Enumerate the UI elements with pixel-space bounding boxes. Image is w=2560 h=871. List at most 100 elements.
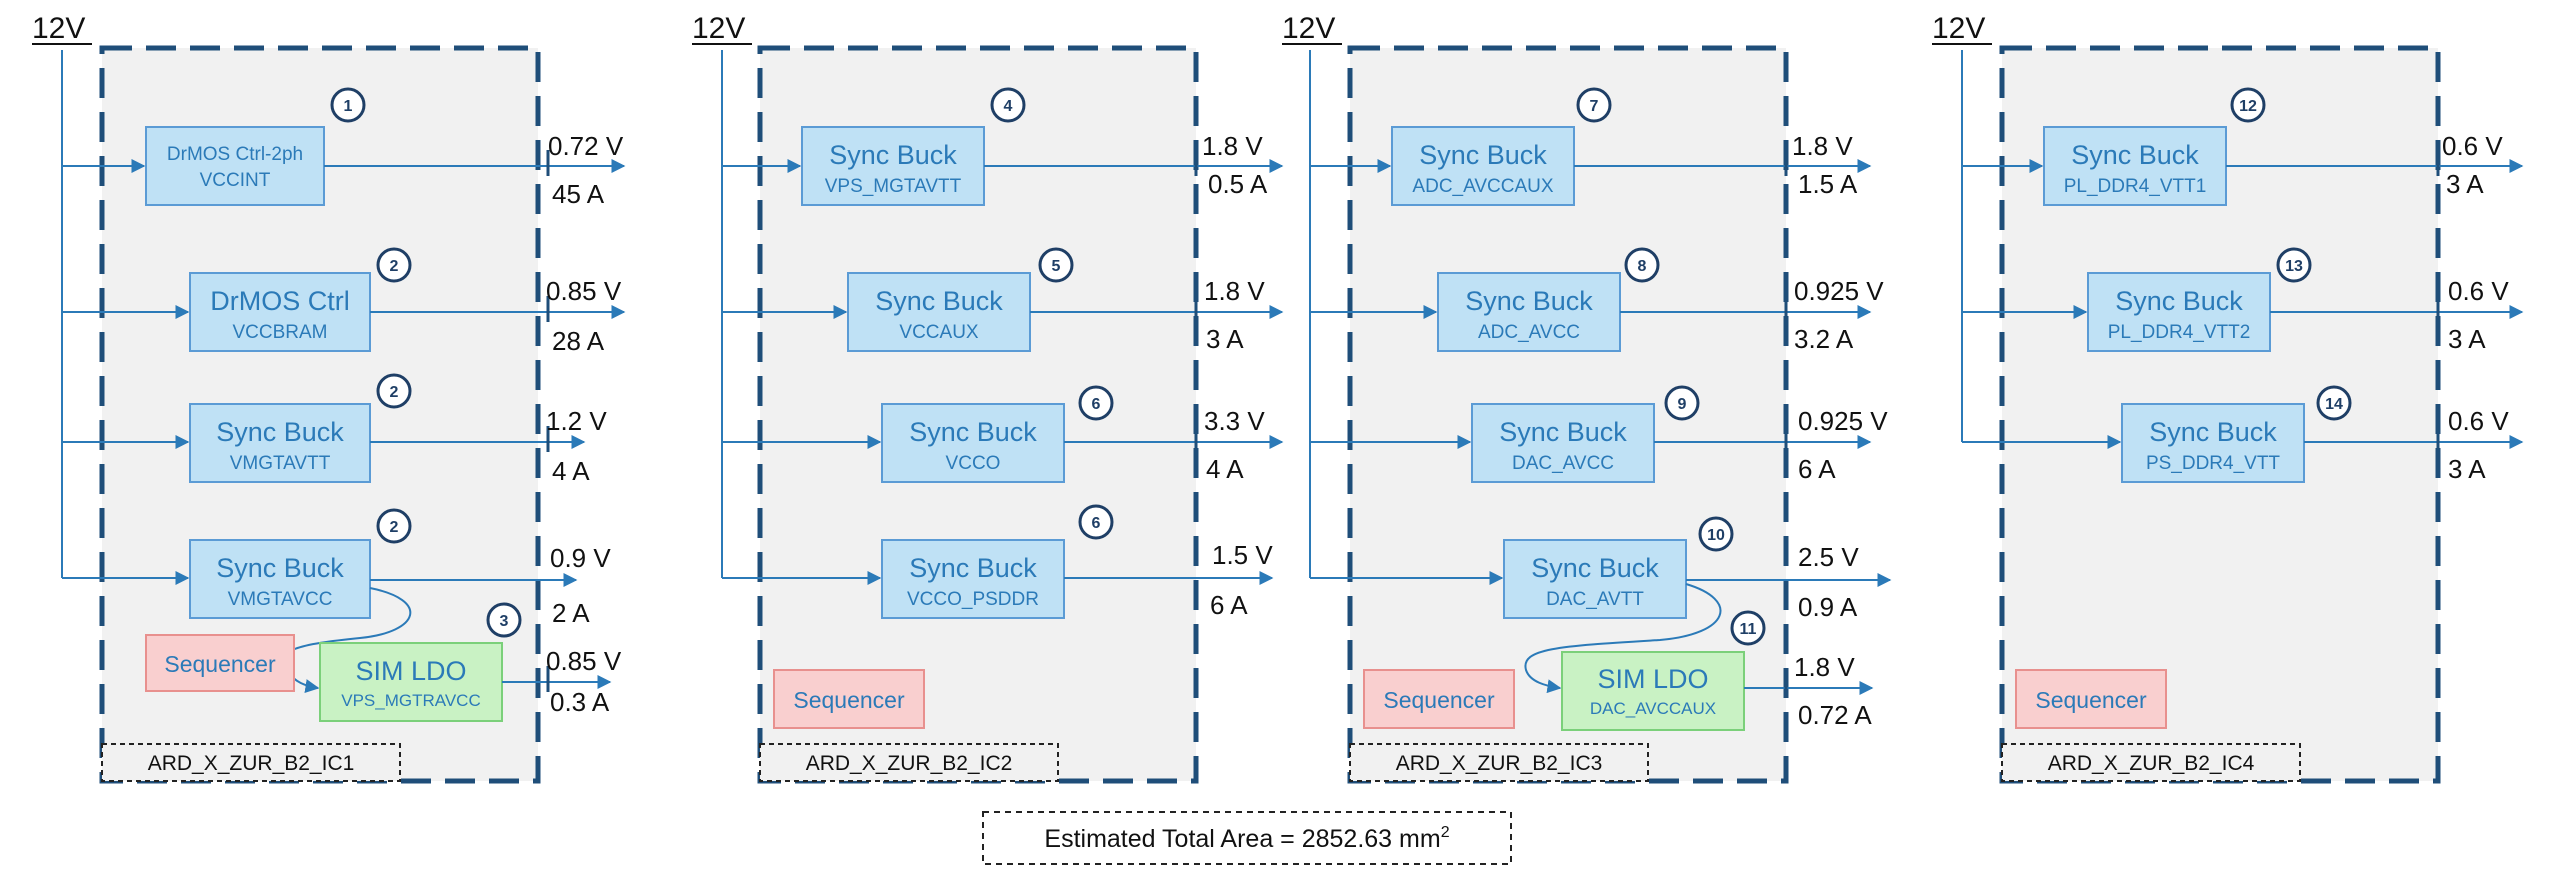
- output-voltage: 1.2 V: [546, 406, 607, 436]
- sequencer-label: Sequencer: [2035, 687, 2147, 713]
- output-voltage: 1.8 V: [1202, 131, 1263, 161]
- badge-number: 6: [1092, 396, 1101, 413]
- output-voltage: 0.6 V: [2448, 406, 2509, 436]
- output-voltage: 0.925 V: [1794, 276, 1884, 306]
- regulator-name: DrMOS Ctrl: [210, 286, 349, 316]
- badge-number: 2: [390, 519, 399, 536]
- regulator-block[interactable]: [847, 272, 1031, 352]
- regulator-block[interactable]: [801, 126, 985, 206]
- total-area-note: Estimated Total Area = 2852.63 mm2: [982, 811, 1512, 865]
- regulator-name: Sync Buck: [1419, 140, 1547, 170]
- badge-circle: [330, 87, 366, 123]
- badge-circle: [2316, 385, 2352, 421]
- output-voltage: 3.3 V: [1204, 406, 1265, 436]
- output-voltage: 1.5 V: [1212, 540, 1273, 570]
- panel-ic1: 12V DrMOS Ctrl-2ph VCCINT 1 0.72 V 45 A …: [32, 12, 626, 784]
- sequence-connector: [1524, 583, 1722, 694]
- regulator-block[interactable]: [881, 403, 1065, 483]
- sequencer-block[interactable]: [2015, 669, 2167, 729]
- output-current: 28 A: [552, 326, 605, 356]
- badge-number: 4: [1004, 98, 1013, 115]
- regulator-rail-name: VPS_MGTAVTT: [825, 176, 962, 197]
- total-area-label: Estimated Total Area = 2852.63 mm: [1044, 825, 1440, 853]
- regulator-rail-name: ADC_AVCCAUX: [1412, 176, 1553, 197]
- regulator-name: Sync Buck: [216, 553, 344, 583]
- output-current: 6 A: [1798, 454, 1836, 484]
- output-voltage: 1.8 V: [1204, 276, 1265, 306]
- output-current: 2 A: [552, 598, 590, 628]
- badge-circle: [1624, 247, 1660, 283]
- ldo-rail-name: VPS_MGTRAVCC: [341, 691, 481, 710]
- badge-circle: [990, 87, 1026, 123]
- badge-circle: [1698, 516, 1734, 552]
- sequence-connector: [281, 587, 412, 694]
- output-current: 0.72 A: [1798, 700, 1872, 730]
- badge-circle: [376, 373, 412, 409]
- regulator-block[interactable]: [1391, 126, 1575, 206]
- regulator-name: Sync Buck: [2071, 140, 2199, 170]
- regulator-name: Sync Buck: [909, 553, 1037, 583]
- regulator-rail-name: VCCO: [946, 453, 1001, 474]
- panel-ic2: 12V Sync Buck VPS_MGTAVTT 4 1.8 V 0.5 A …: [692, 12, 1284, 784]
- ic-label-box: [101, 743, 401, 782]
- regulator-rail-name: DAC_AVTT: [1546, 589, 1644, 610]
- badge-number: 7: [1590, 98, 1599, 115]
- regulator-block[interactable]: [189, 403, 371, 483]
- output-current: 4 A: [552, 456, 590, 486]
- ic-label: ARD_X_ZUR_B2_IC3: [1396, 752, 1603, 775]
- regulator-name: Sync Buck: [2115, 286, 2243, 316]
- sequencer-label: Sequencer: [164, 651, 276, 677]
- badge-circle: [2230, 87, 2266, 123]
- regulator-name: Sync Buck: [1499, 417, 1627, 447]
- badge-number: 2: [390, 258, 399, 275]
- badge-number: 12: [2239, 98, 2257, 115]
- badge-circle: [2276, 247, 2312, 283]
- badge-number: 2: [390, 384, 399, 401]
- regulator-block[interactable]: [2087, 272, 2271, 352]
- regulator-block[interactable]: [189, 539, 371, 619]
- regulator-block[interactable]: [145, 126, 325, 206]
- regulator-block[interactable]: [2121, 403, 2305, 483]
- output-current: 3 A: [2448, 324, 2486, 354]
- regulator-name: Sync Buck: [2149, 417, 2277, 447]
- regulator-block[interactable]: [881, 539, 1065, 619]
- regulator-rail-name: VCCAUX: [899, 322, 979, 343]
- badge-circle: [1038, 247, 1074, 283]
- regulator-block[interactable]: [189, 272, 371, 352]
- ldo-block[interactable]: [1561, 651, 1745, 731]
- regulator-block[interactable]: [2043, 126, 2227, 206]
- output-voltage: 0.85 V: [546, 646, 622, 676]
- output-voltage: 0.85 V: [546, 276, 622, 306]
- badge-number: 11: [1740, 621, 1757, 638]
- output-current: 3.2 A: [1794, 324, 1854, 354]
- output-current: 0.9 A: [1798, 592, 1858, 622]
- total-area-superscript: 2: [1441, 824, 1450, 841]
- regulator-block[interactable]: [1503, 539, 1687, 619]
- regulator-name: Sync Buck: [875, 286, 1003, 316]
- sequencer-block[interactable]: [1363, 669, 1515, 729]
- regulator-name: Sync Buck: [216, 417, 344, 447]
- badge-number: 14: [2325, 396, 2343, 413]
- sequencer-label: Sequencer: [793, 687, 905, 713]
- regulator-rail-name: VCCBRAM: [232, 322, 327, 343]
- sequencer-label: Sequencer: [1383, 687, 1495, 713]
- output-current: 3 A: [1206, 324, 1244, 354]
- badge-circle: [486, 602, 522, 638]
- badge-number: 9: [1678, 396, 1687, 413]
- regulator-rail-name: PS_DDR4_VTT: [2146, 453, 2280, 474]
- ic-label: ARD_X_ZUR_B2_IC2: [806, 752, 1013, 775]
- sequencer-block[interactable]: [773, 669, 925, 729]
- regulator-rail-name: ADC_AVCC: [1478, 322, 1580, 343]
- badge-number: 5: [1052, 258, 1061, 275]
- rail-label-12v: 12V: [1932, 12, 1985, 45]
- total-area-box: [982, 811, 1512, 865]
- ldo-rail-name: DAC_AVCCAUX: [1590, 699, 1716, 718]
- badge-circle: [1664, 385, 1700, 421]
- regulator-rail-name: VCCO_PSDDR: [907, 589, 1039, 610]
- sequencer-block[interactable]: [145, 634, 295, 692]
- output-current: 6 A: [1210, 590, 1248, 620]
- regulator-rail-name: DAC_AVCC: [1512, 453, 1614, 474]
- output-current: 0.5 A: [1208, 169, 1268, 199]
- regulator-block[interactable]: [1471, 403, 1655, 483]
- regulator-block[interactable]: [1437, 272, 1621, 352]
